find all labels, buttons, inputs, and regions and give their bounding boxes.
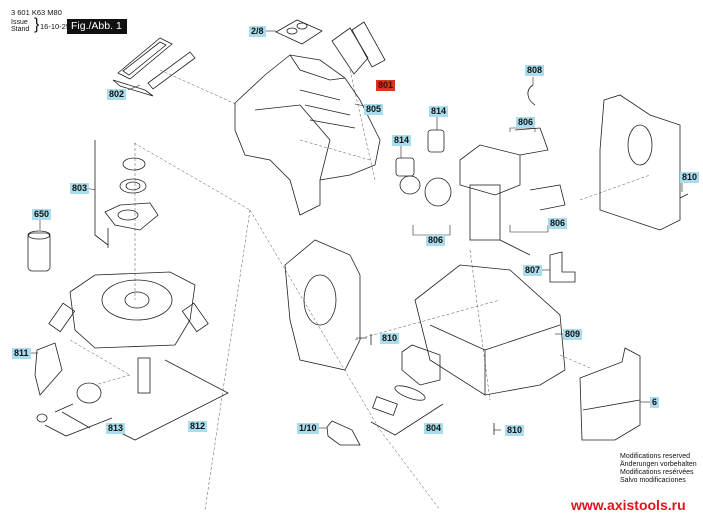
part-label-806-bottom[interactable]: 806: [426, 235, 446, 246]
part-812-drawing: [48, 271, 209, 394]
part-label-814-left[interactable]: 814: [392, 135, 412, 146]
part-label-809[interactable]: 809: [563, 329, 583, 340]
note-fr: Modifications resérvées: [620, 469, 694, 476]
part-label-810-bottom[interactable]: 810: [505, 425, 525, 436]
part-label-810-mid[interactable]: 810: [380, 333, 400, 344]
part-label-1-10[interactable]: 1/10: [297, 423, 319, 434]
leader-lines: [28, 30, 683, 431]
assembly-lines: [69, 69, 651, 511]
part-label-810-right[interactable]: 810: [680, 172, 700, 183]
part-806-drawing: [399, 127, 566, 256]
part-802-drawing: [112, 37, 196, 97]
modifications-note: Modifications reserved Änderungen vorbeh…: [620, 453, 697, 485]
part-804-drawing: [370, 344, 444, 436]
note-en: Modifications reserved: [620, 453, 691, 460]
part-label-813[interactable]: 813: [106, 423, 126, 434]
part-right-frame-drawing: [599, 94, 681, 231]
part-2-8-drawing: [275, 19, 323, 45]
watermark-url[interactable]: www.axistools.ru: [571, 497, 686, 513]
part-label-801[interactable]: 801: [376, 80, 396, 91]
brace: }: [34, 16, 40, 33]
part-label-805[interactable]: 805: [364, 104, 384, 115]
part-label-814-top[interactable]: 814: [429, 106, 449, 117]
part-1-10-drawing: [326, 420, 361, 446]
part-809-drawing: [414, 264, 566, 396]
part-label-804[interactable]: 804: [424, 423, 444, 434]
part-811-drawing: [34, 342, 63, 396]
note-es: Salvo modificaciones: [620, 477, 686, 484]
part-label-6[interactable]: 6: [650, 397, 660, 408]
issue-label: Issue Stand: [11, 19, 29, 33]
part-label-803[interactable]: 803: [70, 183, 90, 194]
part-left-frame-drawing: [284, 239, 361, 371]
part-label-806-right[interactable]: 806: [548, 218, 568, 229]
part-label-2-8[interactable]: 2/8: [249, 26, 266, 37]
part-813-drawing: [36, 382, 113, 437]
part-label-808[interactable]: 808: [525, 65, 545, 76]
part-801-drawing: [331, 21, 386, 75]
issue-date: 16-10-25: [40, 22, 71, 31]
part-label-811[interactable]: 811: [12, 348, 31, 359]
part-label-807[interactable]: 807: [523, 265, 543, 276]
issue-label-en: Issue: [11, 19, 28, 26]
part-label-812[interactable]: 812: [188, 421, 208, 432]
part-650-drawing: [27, 230, 51, 272]
part-803-drawing: [94, 140, 159, 248]
figure-label: Fig./Abb. 1: [67, 19, 127, 34]
note-de: Änderungen vorbehalten: [620, 461, 697, 468]
part-6-drawing: [579, 347, 641, 441]
part-807-drawing: [549, 251, 576, 283]
issue-label-de: Stand: [11, 26, 30, 33]
part-code: 3 601 K63 M80: [11, 8, 62, 17]
part-814b-drawing: [395, 157, 415, 177]
part-814a-drawing: [427, 129, 445, 153]
part-805-drawing: [234, 54, 381, 216]
part-label-802[interactable]: 802: [107, 89, 127, 100]
part-label-650[interactable]: 650: [32, 209, 52, 220]
part-808-drawing: [527, 84, 536, 106]
part-label-806-top[interactable]: 806: [516, 117, 536, 128]
